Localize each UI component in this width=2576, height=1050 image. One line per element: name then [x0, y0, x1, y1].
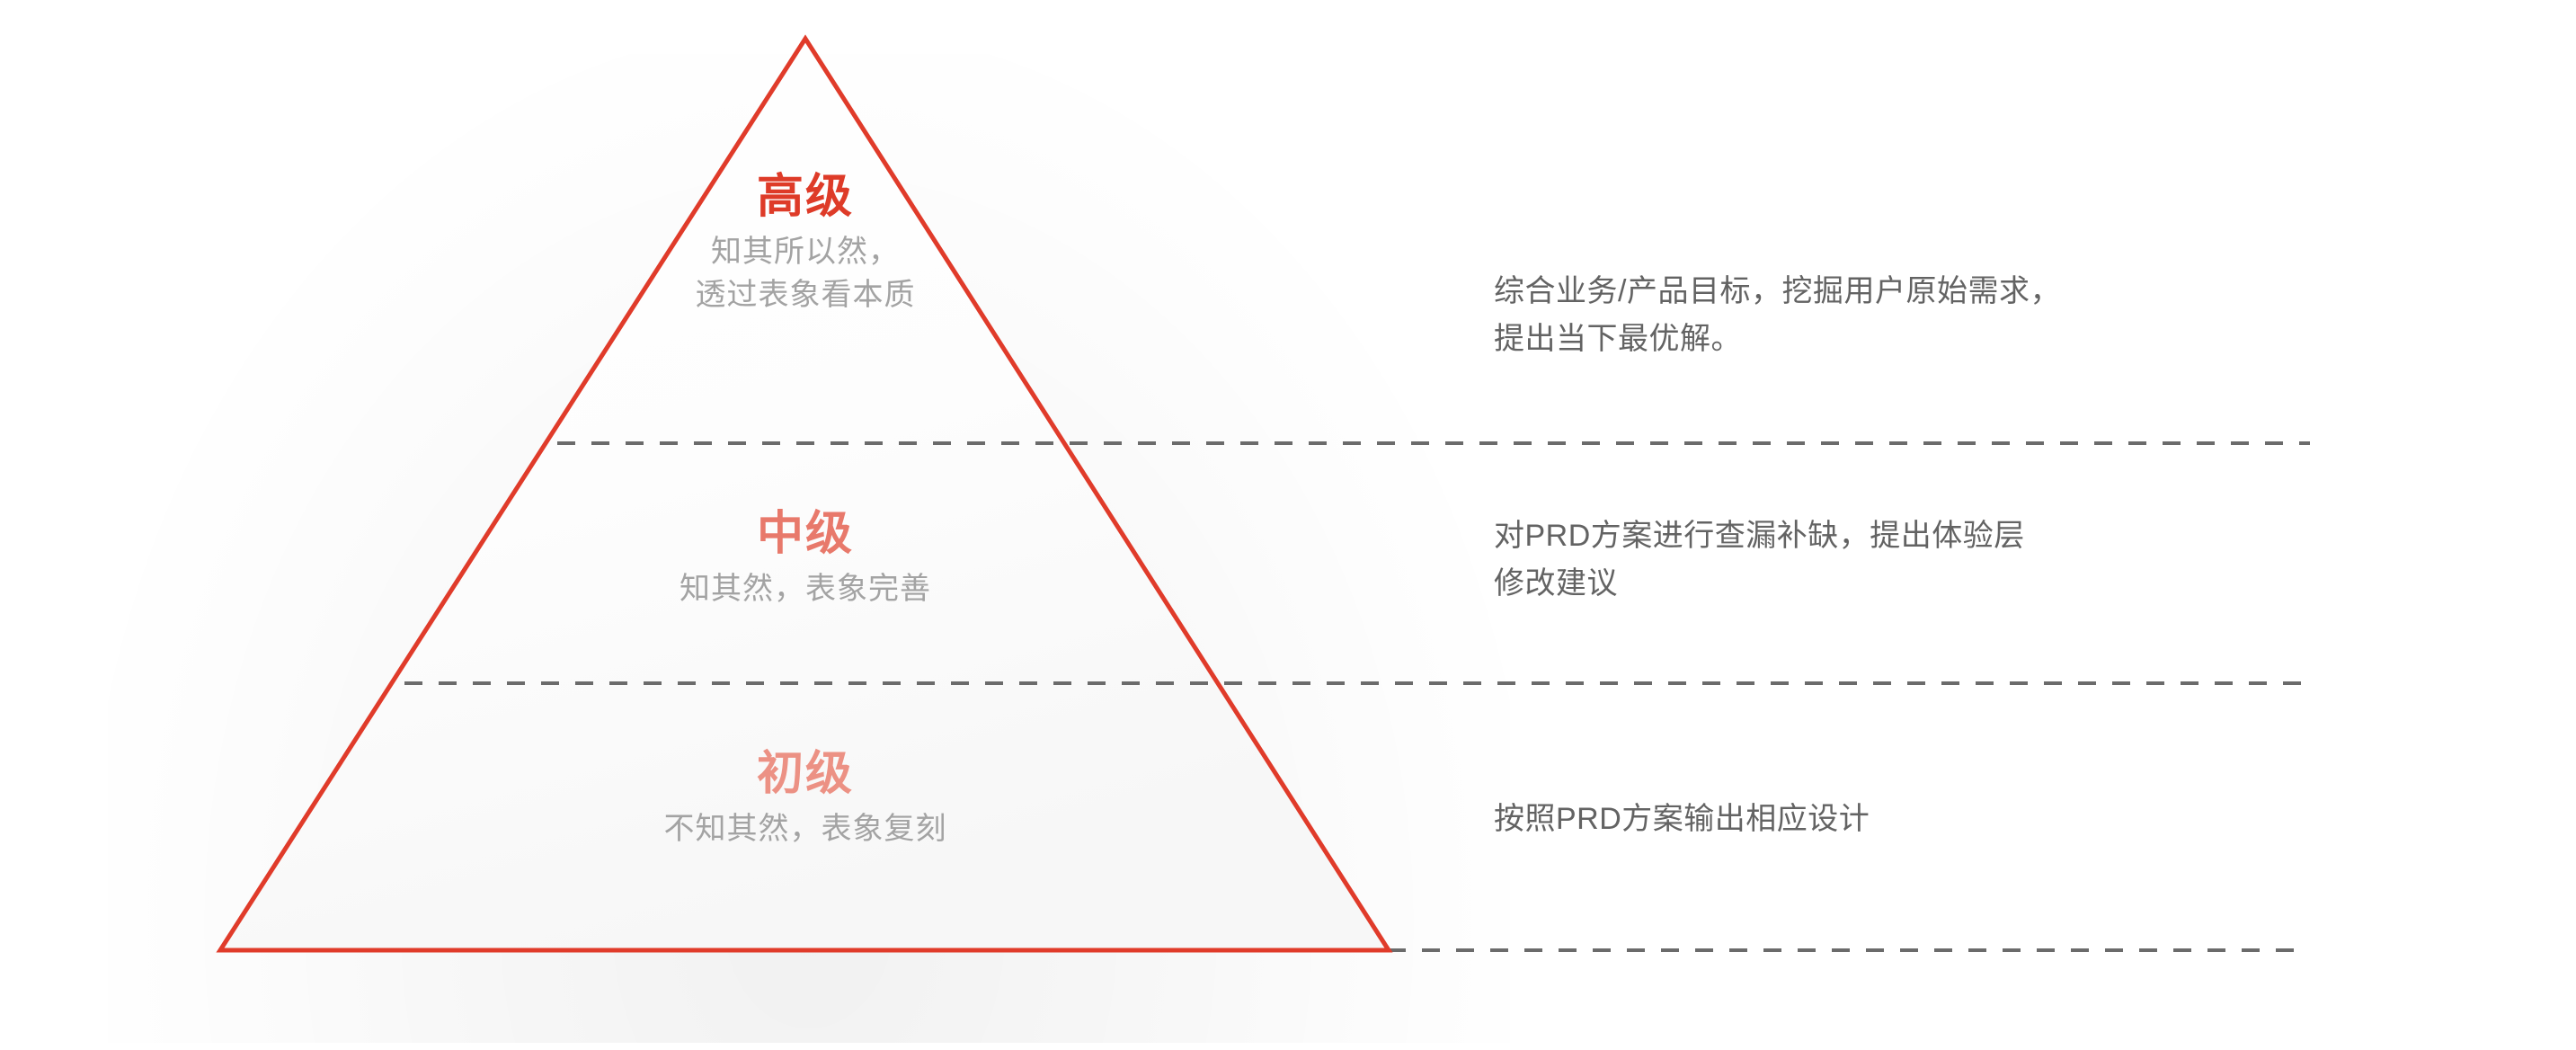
pyramid-body [220, 39, 1389, 950]
tier-low-description: 按照PRD方案输出相应设计 [1494, 802, 1870, 836]
tier-low-subtitle: 不知其然，表象复刻 [663, 811, 947, 846]
pyramid-tier-low: 初级 不知其然，表象复刻 [401, 748, 1210, 850]
pyramid-outline [216, 34, 1393, 953]
tier-mid-description: 对PRD方案进行查漏补缺，提出体验层 修改建议 [1494, 519, 2025, 601]
tier-high-title: 高级 [756, 171, 854, 223]
tier-low-title: 初级 [756, 748, 854, 800]
tier-mid-title: 中级 [756, 508, 854, 560]
tier-mid-subtitle: 知其然，表象完善 [680, 571, 931, 606]
pyramid-tier-mid: 中级 知其然，表象完善 [401, 508, 1210, 610]
tier-high-description: 综合业务/产品目标，挖掘用户原始需求， 提出当下最优解。 [1494, 274, 2061, 356]
pyramid-tier-high: 高级 知其所以然， 透过表象看本质 [401, 171, 1210, 316]
tier-high-subtitle: 知其所以然， 透过表象看本质 [695, 234, 916, 313]
